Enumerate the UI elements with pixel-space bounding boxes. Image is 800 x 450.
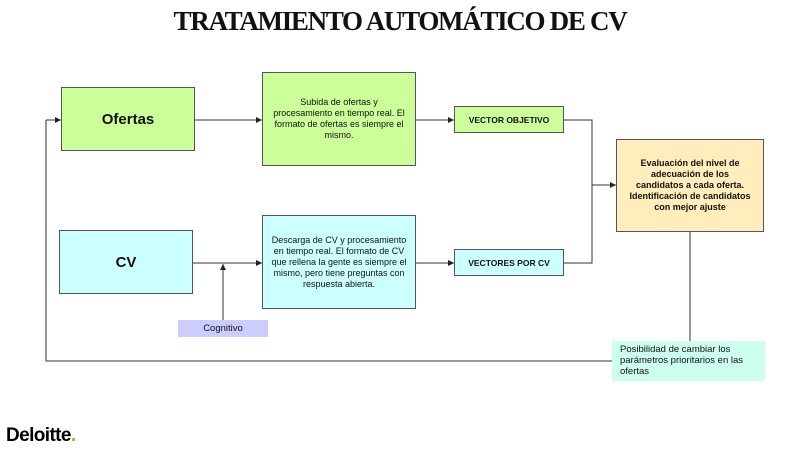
- logo-dot: .: [70, 425, 76, 446]
- logo-text: Deloitte: [6, 425, 71, 446]
- ofertas-box: Ofertas: [61, 87, 195, 151]
- vector-objetivo-box: VECTOR OBJETIVO: [454, 106, 564, 133]
- ofertas-label: Ofertas: [101, 110, 155, 128]
- deloitte-logo: Deloitte.: [6, 425, 76, 447]
- line-vector-objetivo-out: [564, 119, 593, 185]
- ofertas-desc-text: Subida de ofertas y procesamiento en tie…: [273, 97, 405, 140]
- ofertas-desc-box: Subida de ofertas y procesamiento en tie…: [262, 72, 416, 166]
- diagram-title: TRATAMIENTO AUTOMÁTICO DE CV: [173, 6, 628, 36]
- cv-label: CV: [115, 253, 137, 271]
- cv-desc-text: Descarga de CV y procesamiento en tiempo…: [271, 234, 407, 289]
- feedback-note-box: Posibilidad de cambiar los parámetros pr…: [612, 341, 765, 381]
- evaluacion-text: Evaluación del nivel de adecuación de lo…: [629, 158, 751, 212]
- line-feedback-loop: [45, 120, 612, 362]
- vectores-cv-box: VECTORES POR CV: [454, 249, 564, 276]
- cognitivo-label: Cognitivo: [203, 323, 243, 334]
- feedback-note-text: Posibilidad de cambiar los parámetros pr…: [620, 344, 744, 377]
- cognitivo-box: Cognitivo: [178, 320, 268, 337]
- vectores-cv-label: VECTORES POR CV: [468, 257, 550, 268]
- cv-desc-box: Descarga de CV y procesamiento en tiempo…: [262, 215, 416, 309]
- vector-objetivo-label: VECTOR OBJETIVO: [468, 114, 550, 125]
- cv-box: CV: [59, 230, 193, 294]
- evaluacion-box: Evaluación del nivel de adecuación de lo…: [616, 139, 764, 232]
- line-vectores-out: [564, 185, 593, 264]
